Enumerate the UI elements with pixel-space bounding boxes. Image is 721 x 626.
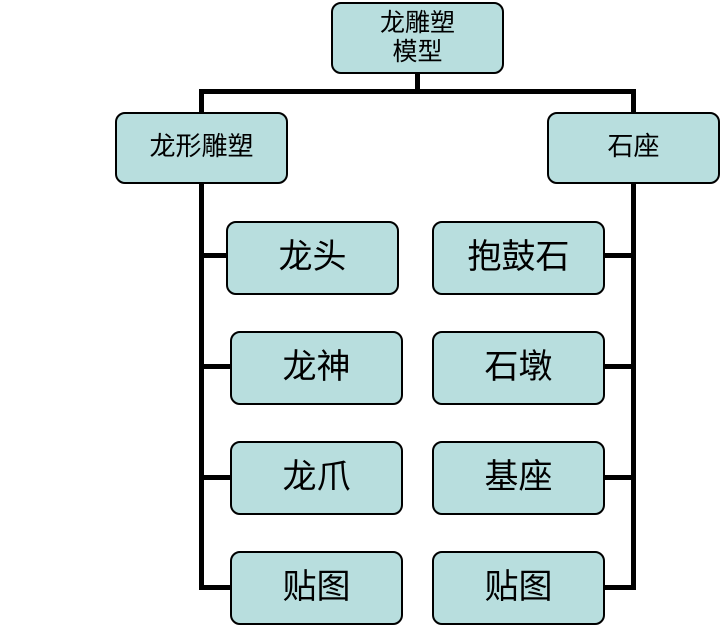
left-trunk-line	[199, 182, 204, 590]
left-connector-4	[199, 585, 233, 590]
horizontal-bus-line	[199, 89, 636, 94]
root-node[interactable]: 龙雕塑 模型	[331, 2, 504, 74]
root-stem-line	[415, 72, 420, 94]
branch-node-stone-base[interactable]: 石座	[547, 112, 720, 184]
right-connector-1	[603, 253, 636, 258]
right-trunk-line	[631, 182, 636, 590]
right-connector-2	[603, 364, 636, 369]
branch-node-dragon-sculpture[interactable]: 龙形雕塑	[115, 112, 288, 184]
left-connector-3	[199, 475, 233, 480]
leaf-node-pedestal[interactable]: 基座	[432, 441, 605, 515]
left-connector-1	[199, 253, 229, 258]
left-drop-line	[199, 89, 204, 113]
leaf-node-left-texture[interactable]: 贴图	[230, 551, 403, 625]
leaf-node-drum-stone[interactable]: 抱鼓石	[432, 221, 605, 295]
leaf-node-dragon-claw[interactable]: 龙爪	[230, 441, 403, 515]
right-drop-line	[631, 89, 636, 113]
leaf-node-stone-pier[interactable]: 石墩	[432, 331, 605, 405]
leaf-node-dragon-spirit[interactable]: 龙神	[230, 331, 403, 405]
right-connector-4	[603, 585, 636, 590]
leaf-node-dragon-head[interactable]: 龙头	[226, 221, 399, 295]
leaf-node-right-texture[interactable]: 贴图	[432, 551, 605, 625]
left-connector-2	[199, 364, 233, 369]
right-connector-3	[603, 475, 636, 480]
